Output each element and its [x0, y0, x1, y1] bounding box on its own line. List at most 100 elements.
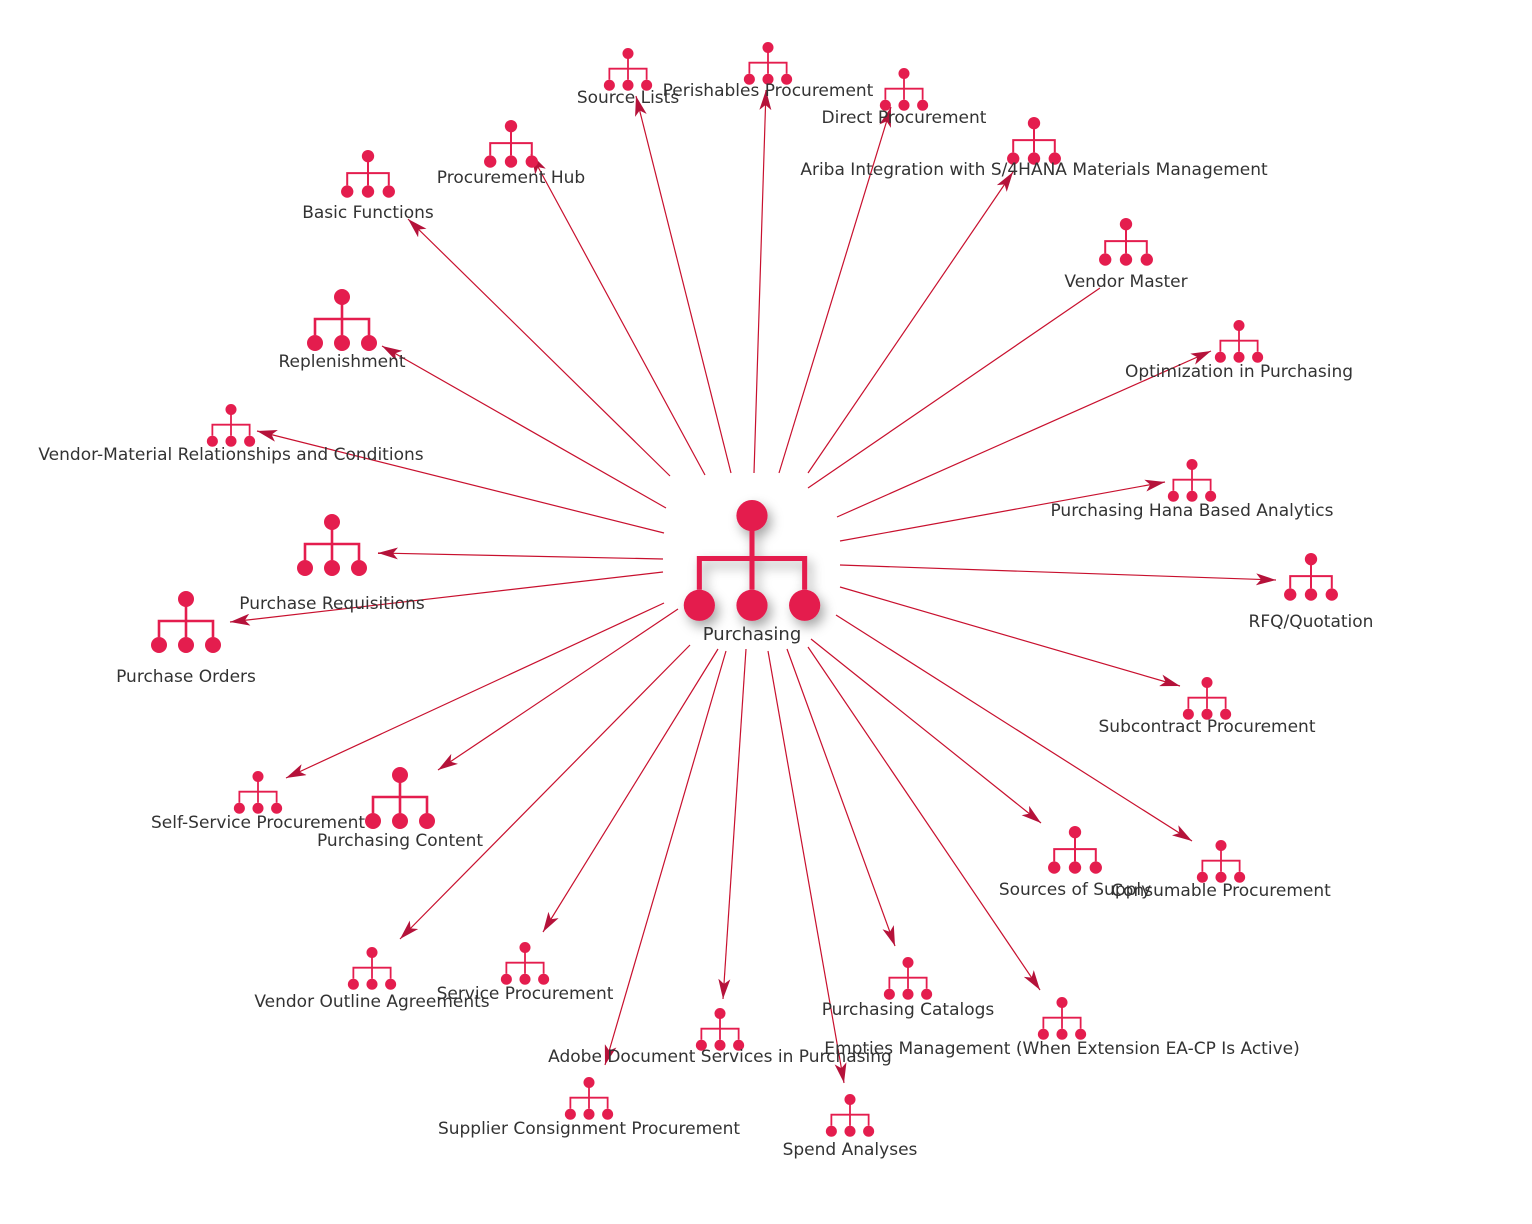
edge-consumable-procurement [835, 614, 1193, 842]
node-purchase-orders[interactable]: Purchase Orders [116, 591, 256, 687]
edge-vendor-master [807, 287, 1101, 489]
hierarchy-icon [347, 947, 397, 990]
node-label: Purchasing Hana Based Analytics [1050, 501, 1333, 521]
node-label: Ariba Integration with S/4HANA Materials… [800, 160, 1268, 180]
node-label: Source Lists [577, 88, 680, 108]
hierarchy-icon [603, 48, 653, 91]
hierarchy-icon [825, 1094, 875, 1137]
node-label: RFQ/Quotation [1249, 612, 1374, 632]
node-subcontract-procurement[interactable]: Subcontract Procurement [1099, 677, 1316, 737]
node-ariba-integration[interactable]: Ariba Integration with S/4HANA Materials… [800, 117, 1268, 180]
edge-perishables-procurement [753, 89, 772, 474]
hierarchy-icon [1214, 320, 1264, 363]
node-label: Purchasing Content [317, 831, 483, 851]
node-purchasing-content[interactable]: Purchasing Content [317, 767, 483, 851]
node-consumable-procurement[interactable]: Consumable Procurement [1111, 840, 1331, 901]
edge-basic-functions [407, 218, 671, 477]
hierarchy-icon [564, 1077, 614, 1120]
edge-purchase-requisitions [377, 547, 664, 560]
node-label: Spend Analyses [783, 1140, 918, 1160]
hierarchy-icon [233, 771, 283, 814]
edge-ariba-integration [807, 171, 1014, 474]
edge-empties-management [807, 646, 1041, 991]
hierarchy-icon [1284, 553, 1338, 601]
hierarchy-icon [206, 404, 256, 447]
node-replenishment[interactable]: Replenishment [278, 289, 406, 372]
node-label: Vendor Outline Agreements [254, 992, 489, 1012]
hierarchy-icon [1167, 459, 1217, 502]
node-purchase-requisitions[interactable]: Purchase Requisitions [239, 514, 425, 614]
node-adobe-document-services[interactable]: Adobe Document Services in Purchasing [548, 1008, 892, 1067]
node-vendor-outline-agreements[interactable]: Vendor Outline Agreements [254, 947, 490, 1012]
node-direct-procurement[interactable]: Direct Procurement [822, 68, 987, 128]
hierarchy-icon [1099, 218, 1153, 266]
edge-adobe-document-services [718, 648, 747, 1000]
hierarchy-icon [879, 68, 929, 111]
edge-purchasing-catalogs [786, 648, 896, 947]
node-supplier-consignment-procurement[interactable]: Supplier Consignment Procurement [438, 1077, 740, 1139]
edge-direct-procurement [778, 106, 892, 474]
node-label: Subcontract Procurement [1099, 717, 1316, 737]
edge-procurement-hub [530, 153, 706, 476]
center-node[interactable]: Purchasing [683, 500, 821, 645]
edge-sources-of-supply [810, 638, 1042, 824]
node-sources-of-supply[interactable]: Sources of Supply [999, 826, 1151, 900]
edge-spend-analyses [767, 650, 847, 1084]
hierarchy-icon [151, 591, 221, 653]
node-purchasing-hana-analytics[interactable]: Purchasing Hana Based Analytics [1050, 459, 1334, 521]
hierarchy-icon [683, 500, 821, 621]
node-optimization-in-purchasing[interactable]: Optimization in Purchasing [1125, 320, 1353, 382]
node-label: Purchase Orders [116, 667, 256, 687]
edge-purchasing-hana-analytics [839, 479, 1166, 542]
edge-rfq-quotation [839, 564, 1277, 586]
node-label: Vendor-Material Relationships and Condit… [38, 445, 423, 465]
node-label: Adobe Document Services in Purchasing [548, 1047, 892, 1067]
node-label: Purchase Requisitions [239, 594, 425, 614]
hierarchy-icon [365, 767, 435, 829]
edge-source-lists [635, 95, 732, 474]
node-label: Direct Procurement [822, 108, 987, 128]
edge-service-procurement [542, 648, 719, 933]
hierarchy-icon [1048, 826, 1102, 874]
node-label: Purchasing Catalogs [822, 1000, 995, 1020]
node-basic-functions[interactable]: Basic Functions [302, 150, 434, 223]
hierarchy-icon [1196, 840, 1246, 883]
node-procurement-hub[interactable]: Procurement Hub [437, 120, 585, 188]
node-label: Perishables Procurement [663, 81, 874, 101]
node-label: Procurement Hub [437, 168, 585, 188]
edge-vendor-material-relationships [256, 430, 665, 534]
center-label: Purchasing [703, 624, 802, 645]
edge-layer [229, 89, 1277, 1084]
node-label: Optimization in Purchasing [1125, 362, 1353, 382]
hierarchy-icon [500, 942, 550, 985]
node-purchasing-catalogs[interactable]: Purchasing Catalogs [822, 957, 995, 1020]
node-rfq-quotation[interactable]: RFQ/Quotation [1249, 553, 1374, 632]
edge-replenishment [381, 345, 667, 509]
node-perishables-procurement[interactable]: Perishables Procurement [663, 42, 874, 101]
node-vendor-master[interactable]: Vendor Master [1064, 218, 1188, 292]
edge-optimization-in-purchasing [836, 350, 1212, 518]
node-label: Basic Functions [302, 203, 434, 223]
node-spend-analyses[interactable]: Spend Analyses [783, 1094, 918, 1160]
edge-purchasing-content [437, 608, 679, 771]
hierarchy-icon [341, 150, 395, 198]
node-label: Empties Management (When Extension EA-CP… [824, 1039, 1299, 1059]
node-label: Vendor Master [1064, 272, 1187, 292]
hierarchy-icon [1007, 117, 1061, 165]
hierarchy-icon [1037, 997, 1087, 1040]
edge-subcontract-procurement [839, 586, 1181, 687]
node-label: Consumable Procurement [1111, 881, 1331, 901]
node-empties-management[interactable]: Empties Management (When Extension EA-CP… [824, 997, 1300, 1059]
hierarchy-icon [695, 1008, 745, 1051]
node-label: Supplier Consignment Procurement [438, 1119, 740, 1139]
edge-self-service-procurement [285, 602, 665, 779]
hierarchy-icon [1182, 677, 1232, 720]
node-vendor-material-relationships[interactable]: Vendor-Material Relationships and Condit… [38, 404, 424, 465]
node-label: Replenishment [278, 352, 405, 372]
node-label: Self-Service Procurement [151, 813, 365, 833]
node-label: Sources of Supply [999, 880, 1151, 900]
node-self-service-procurement[interactable]: Self-Service Procurement [151, 771, 365, 833]
node-service-procurement[interactable]: Service Procurement [437, 942, 614, 1004]
node-source-lists[interactable]: Source Lists [577, 48, 680, 108]
